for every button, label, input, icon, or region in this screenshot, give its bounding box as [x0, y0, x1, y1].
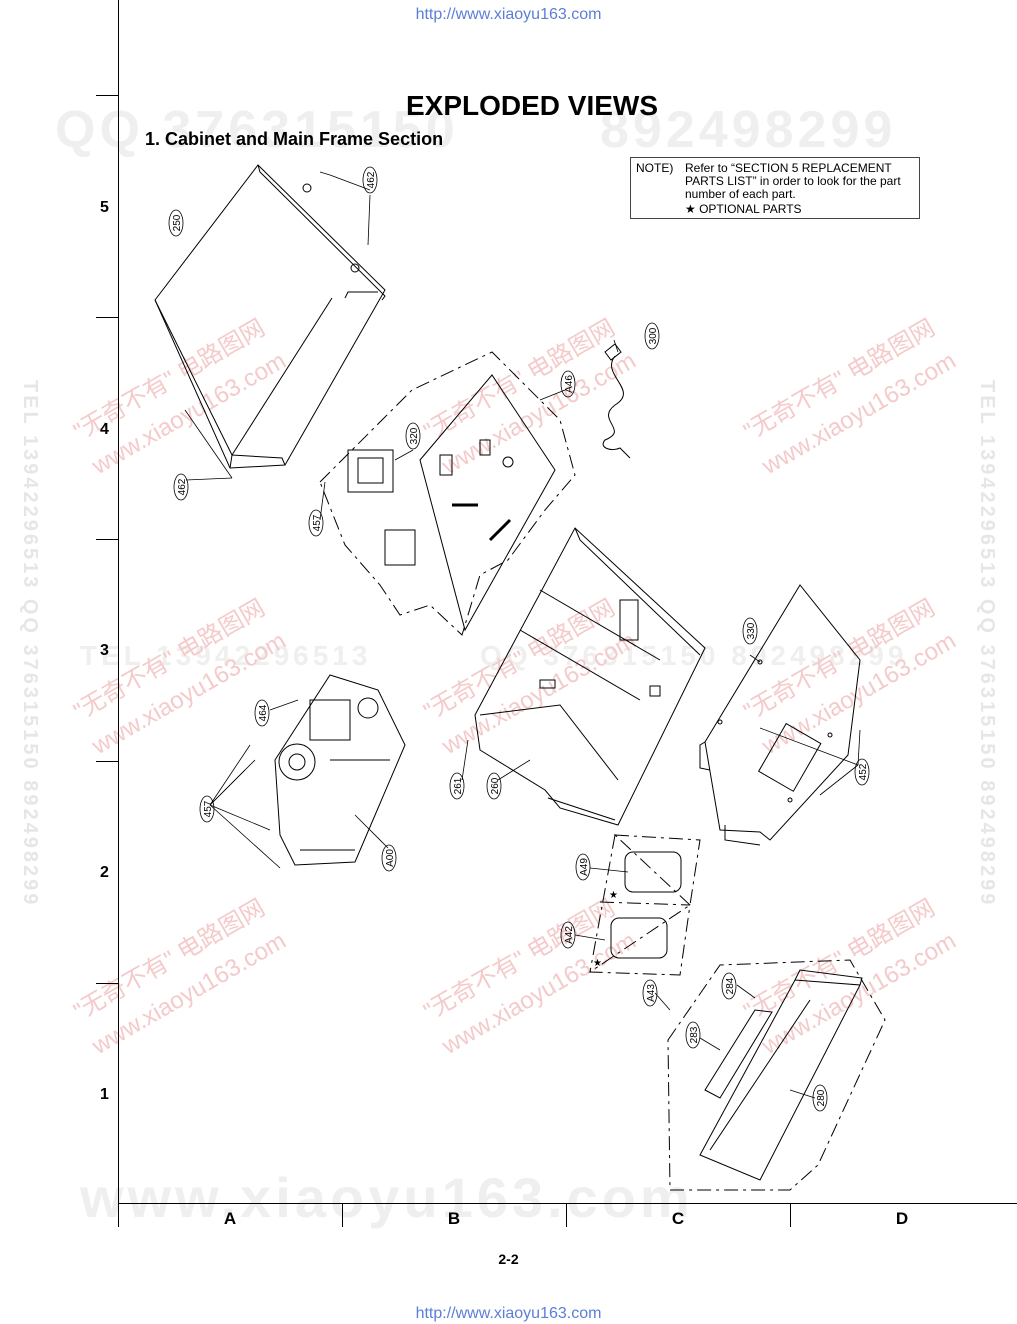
callout-320: 320	[409, 427, 420, 444]
callout-261: 261	[453, 777, 464, 794]
row-tick	[96, 539, 118, 540]
page-title: EXPLODED VIEWS	[405, 90, 659, 121]
bottom-border-line	[118, 1203, 1017, 1204]
row-tick	[96, 317, 118, 318]
callout-330: 330	[746, 622, 757, 639]
callout-280: 280	[816, 1089, 827, 1106]
callout-250: 250	[172, 214, 183, 231]
callout-a43: A43	[646, 984, 657, 1002]
callout-a49: A49	[579, 858, 590, 876]
callout-457-top: 457	[312, 514, 323, 531]
page-number: 2-2	[498, 1251, 519, 1267]
row-label-1: 1	[100, 1086, 109, 1103]
col-tick	[566, 1203, 567, 1227]
col-label-b: B	[447, 1209, 461, 1228]
col-tick	[118, 1203, 119, 1227]
col-label-c: C	[671, 1209, 685, 1228]
optional-star-icon: ★	[609, 890, 618, 901]
callout-300: 300	[648, 327, 659, 344]
note-text: Refer to “SECTION 5 REPLACEMENT PARTS LI…	[685, 161, 901, 201]
callout-464: 464	[258, 704, 269, 721]
bottom-plate	[699, 584, 861, 846]
col-label-d: D	[895, 1209, 909, 1228]
callout-283: 283	[689, 1026, 700, 1043]
top-url[interactable]: http://www.xiaoyu163.com	[415, 6, 602, 23]
main-pcb	[319, 351, 576, 636]
bottom-url[interactable]: http://www.xiaoyu163.com	[415, 1305, 602, 1322]
callout-a46: A46	[564, 375, 575, 393]
optional-parts-note: ★ OPTIONAL PARTS	[685, 202, 802, 216]
row-label-4: 4	[100, 421, 109, 438]
watermark-qq-right: 892498299	[600, 101, 897, 159]
leader-lines	[184, 171, 861, 1099]
optional-star-icon: ★	[593, 958, 602, 969]
watermark-side-left: TEL 13942296513 QQ 376315150 892498299	[19, 380, 41, 908]
col-label-a: A	[223, 1209, 237, 1228]
callout-462-top: 462	[366, 171, 377, 188]
note-label: NOTE)	[636, 161, 674, 175]
watermark-side-right: TEL 13942296513 QQ 376315150 892498299	[976, 380, 998, 908]
row-tick	[96, 761, 118, 762]
main-chassis	[474, 527, 706, 826]
watermark-www: www.xiaoyu163.com	[80, 1166, 694, 1229]
tape-mechanism	[274, 674, 406, 866]
callout-462-bottom: 462	[177, 478, 188, 495]
watermark-qq-mid: QQ 376315150 892498299	[480, 640, 908, 671]
optional-parts-boxes	[588, 834, 701, 976]
col-tick	[790, 1203, 791, 1227]
watermark-qq-left: QQ 376315150	[55, 101, 459, 159]
callout-284: 284	[725, 977, 736, 994]
front-panel-assembly	[667, 959, 886, 1191]
left-border-line	[118, 0, 119, 1226]
row-label-3: 3	[100, 642, 109, 659]
row-tick	[96, 95, 118, 96]
callout-a00: A00	[385, 849, 396, 867]
callout-457-bottom: 457	[203, 800, 214, 817]
power-cord	[602, 343, 631, 459]
row-label-2: 2	[100, 864, 109, 881]
callout-ovals	[168, 166, 870, 1112]
callout-452: 452	[858, 763, 869, 780]
callout-a42: A42	[564, 926, 575, 944]
col-tick	[342, 1203, 343, 1227]
section-title: 1. Cabinet and Main Frame Section	[145, 129, 444, 149]
top-cabinet-cover	[154, 164, 386, 469]
row-label-5: 5	[100, 199, 109, 216]
watermark-tel: TEL 13942296513	[80, 640, 372, 671]
note-box: NOTE) Refer to “SECTION 5 REPLACEMENT PA…	[630, 157, 920, 219]
row-tick	[96, 983, 118, 984]
callout-260: 260	[490, 777, 501, 794]
